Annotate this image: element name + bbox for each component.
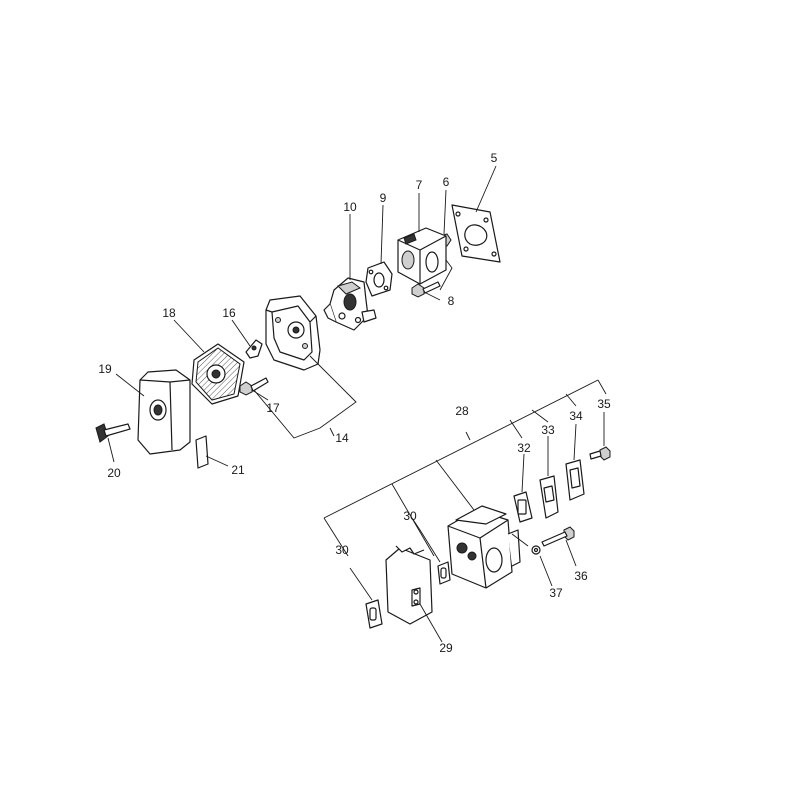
callout-10: 10 bbox=[343, 200, 357, 214]
callout-37: 37 bbox=[549, 586, 563, 600]
callout-21: 21 bbox=[231, 463, 245, 477]
part-16-bracket bbox=[245, 339, 263, 359]
part-30-gasket-b bbox=[437, 561, 451, 585]
part-10-carburetor bbox=[323, 277, 377, 331]
part-7-insulator bbox=[397, 227, 447, 285]
callout-29: 29 bbox=[439, 641, 453, 655]
callout-6: 6 bbox=[443, 175, 450, 189]
part-37-washer bbox=[531, 545, 541, 555]
callout-36: 36 bbox=[574, 569, 588, 583]
callout-labels: 5 6 7 8 9 10 14 16 17 18 19 20 21 28 29 … bbox=[98, 151, 611, 655]
part-28-muffler bbox=[447, 505, 521, 589]
part-35-bolt bbox=[589, 446, 611, 461]
callout-34: 34 bbox=[569, 409, 583, 423]
part-36-long-bolt bbox=[541, 526, 575, 547]
part-30-gasket-a bbox=[365, 599, 383, 629]
part-17-screw bbox=[239, 377, 269, 396]
callout-30-left: 30 bbox=[335, 543, 349, 557]
callout-8: 8 bbox=[448, 294, 455, 308]
part-21-label bbox=[195, 435, 209, 469]
callout-5: 5 bbox=[491, 151, 498, 165]
callout-7: 7 bbox=[416, 178, 423, 192]
callout-35: 35 bbox=[597, 397, 611, 411]
part-9-gasket bbox=[365, 261, 393, 297]
callout-30-right: 30 bbox=[403, 509, 417, 523]
part-5-gasket-plate bbox=[451, 204, 501, 263]
part-8-bolt bbox=[411, 281, 441, 298]
callout-19: 19 bbox=[98, 362, 112, 376]
part-14-air-cleaner-case bbox=[265, 295, 321, 371]
part-19-cover bbox=[137, 369, 191, 455]
part-18-filter-element bbox=[191, 343, 245, 405]
callout-14: 14 bbox=[335, 431, 349, 445]
part-20-wing-bolt bbox=[95, 423, 131, 443]
part-33-spark-arrester bbox=[539, 475, 559, 519]
part-32-plate bbox=[513, 491, 533, 523]
callout-9: 9 bbox=[380, 191, 387, 205]
part-34-bracket bbox=[565, 459, 585, 501]
leader-lines bbox=[107, 165, 607, 643]
callout-28: 28 bbox=[455, 404, 469, 418]
callout-33: 33 bbox=[541, 423, 555, 437]
callout-18: 18 bbox=[162, 306, 176, 320]
callout-16: 16 bbox=[222, 306, 236, 320]
callout-17: 17 bbox=[266, 401, 280, 415]
callout-32: 32 bbox=[517, 441, 531, 455]
callout-20: 20 bbox=[107, 466, 121, 480]
